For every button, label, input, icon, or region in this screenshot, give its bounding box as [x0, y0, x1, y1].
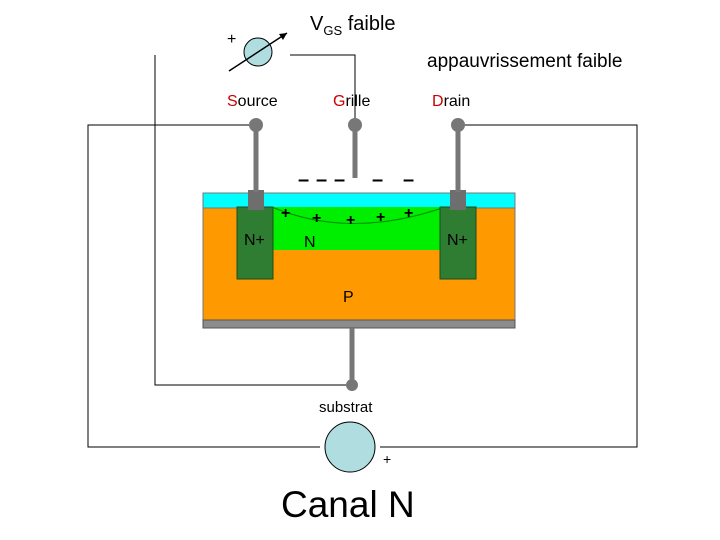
- channel-charge-plus: +: [376, 209, 386, 226]
- gate-charge-minus: –: [372, 169, 384, 191]
- channel-charge-plus: +: [346, 212, 356, 229]
- substrate-contact-plate: [202, 319, 516, 329]
- drain-label: Drain: [432, 93, 471, 110]
- channel-charge-plus: +: [281, 205, 291, 222]
- p-region-label: P: [343, 289, 354, 306]
- wires: [87, 54, 638, 448]
- vgs-label: VGS faible: [310, 13, 396, 38]
- vds-plus-sign: +: [383, 451, 392, 467]
- n-channel-lower: [272, 207, 445, 250]
- source-n-plus-well: [236, 206, 274, 280]
- source-contact: [248, 190, 264, 210]
- gate-loop-wire-left: [154, 55, 352, 386]
- gate-charge-minus: –: [316, 169, 328, 191]
- channel-charge-plus: +: [404, 205, 414, 222]
- gate-terminal-dot: [348, 118, 362, 132]
- gate-label: Grille: [333, 93, 371, 110]
- terminal-leads: [253, 125, 461, 385]
- arrow-head-icon: [279, 33, 287, 40]
- vds-source-circle: [324, 421, 376, 473]
- drain-terminal-dot: [451, 118, 465, 132]
- gate-electrode: [295, 177, 420, 192]
- channel-n-label: N: [304, 234, 316, 251]
- gate-loop-wire-right: [290, 54, 356, 125]
- substrate-label: substrat: [319, 399, 373, 416]
- drain-n-plus-well: [439, 206, 477, 280]
- channel-charge-plus: +: [312, 210, 322, 227]
- variable-arrow: [228, 32, 288, 72]
- gate-charge-minus: –: [334, 169, 346, 191]
- depletion-boundary: [271, 206, 446, 224]
- substrate-terminal-dot: [346, 379, 358, 391]
- source-n-plus-label: N+: [244, 232, 265, 249]
- caption: Canal N: [281, 484, 415, 525]
- source-label: Source: [227, 93, 278, 110]
- source-terminal-dot: [249, 118, 263, 132]
- gate-charge-minus: –: [403, 169, 415, 191]
- gate-charge-minus: –: [298, 169, 310, 191]
- drain-loop-wire-right: [380, 124, 638, 448]
- drain-loop-wire-left: [87, 124, 320, 448]
- drain-contact: [450, 190, 466, 210]
- drain-n-plus-label: N+: [447, 232, 468, 249]
- depletion-label: appauvrissement faible: [427, 51, 623, 72]
- vgs-plus-sign: +: [227, 31, 237, 48]
- terminal-dots: [249, 118, 465, 391]
